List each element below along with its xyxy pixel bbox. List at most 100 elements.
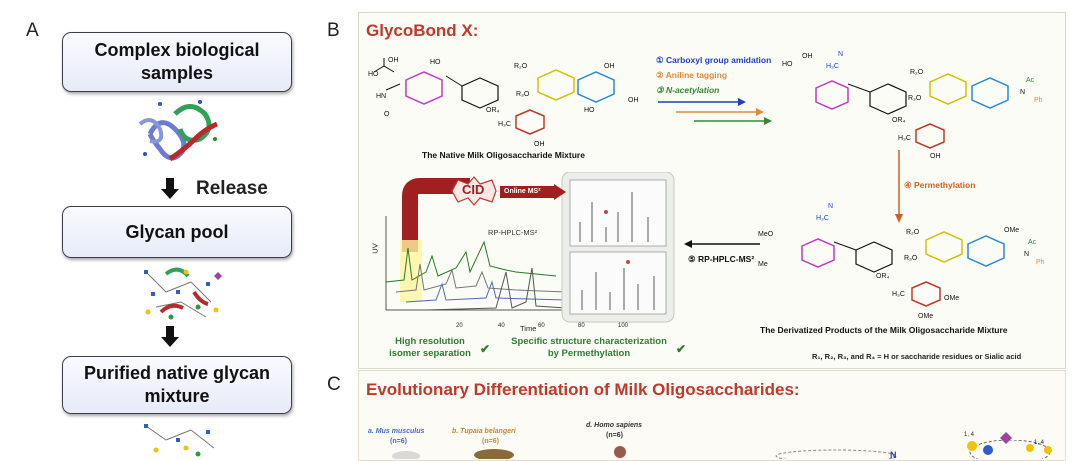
- time-tick-60: 60: [538, 323, 545, 329]
- note-high-resolution: High resolution isomer separation: [380, 336, 480, 360]
- cid-badge: [451, 176, 497, 206]
- note-specific-structure-line1: Specific structure characterization: [511, 336, 667, 347]
- svg-text:MeO: MeO: [758, 231, 774, 238]
- step-permethylation: ④ Permethylation: [904, 180, 976, 190]
- svg-text:H₃C: H₃C: [898, 135, 911, 142]
- complex-samples-box: Complex biological samples: [62, 32, 292, 92]
- rp-hplc-arrow: [684, 240, 760, 248]
- uv-axis-label: UV: [370, 243, 380, 254]
- derivatized-product-structure: MeO Me H₃C N OR₄ R₂O R₃O OMe Ac N Ph H₃C…: [758, 203, 1045, 320]
- time-axis-label: Time: [520, 324, 537, 333]
- panel-b-title: GlycoBond X:: [366, 21, 479, 40]
- time-tick-100: 100: [618, 323, 629, 329]
- svg-text:OR₄: OR₄: [876, 273, 890, 280]
- glycan-pool-label: Glycan pool: [125, 221, 229, 242]
- svg-text:H₃C: H₃C: [816, 215, 829, 222]
- step-n-acetylation: ③ N-acetylation: [656, 85, 720, 95]
- linkage-label-1: 1, 4: [964, 432, 975, 438]
- note-specific-structure-line2: by Permethylation: [547, 348, 631, 359]
- time-tick-20: 20: [456, 323, 463, 329]
- svg-text:Ac: Ac: [1028, 239, 1037, 246]
- svg-text:N: N: [828, 203, 833, 210]
- svg-text:H₃C: H₃C: [892, 291, 905, 298]
- svg-text:OMe: OMe: [1004, 227, 1019, 234]
- svg-text:OMe: OMe: [918, 313, 933, 320]
- svg-text:N: N: [1020, 89, 1025, 96]
- rp-hplc-ms-label: RP-HPLC-MS²: [488, 228, 538, 237]
- complex-samples-label: Complex biological samples: [94, 40, 260, 83]
- derivatized-caption: The Derivatized Products of the Milk Oli…: [760, 325, 1008, 335]
- svg-text:OH: OH: [628, 97, 639, 104]
- release-label: Release: [196, 178, 268, 199]
- derivatized-intermediate-structure: HO OH H₃C N OR₄ R₂O R₃O Ac N Ph H₃C OH: [782, 51, 1043, 160]
- svg-text:OH: OH: [534, 141, 545, 148]
- svg-text:OH: OH: [388, 57, 399, 64]
- svg-text:R₃O: R₃O: [908, 95, 922, 102]
- native-oligosaccharide-structure: HO OH HN O HO OR₄ R₂O R₃O OH HO OH H₃C O…: [368, 57, 639, 148]
- linkage-label-2: 1, 4: [1034, 440, 1045, 446]
- svg-text:Ph: Ph: [1034, 97, 1043, 104]
- step-rp-hplc: ⑤ RP-HPLC-MS²: [688, 254, 755, 264]
- glycan-pool-box: Glycan pool: [62, 206, 292, 258]
- note-specific-structure: Specific structure characterization by P…: [494, 336, 684, 360]
- svg-text:HO: HO: [368, 71, 379, 78]
- svg-text:R₃O: R₃O: [904, 255, 918, 262]
- svg-text:HN: HN: [376, 93, 386, 100]
- reaction-arrows: [658, 98, 772, 125]
- purified-mixture-box: Purified native glycan mixture: [62, 356, 292, 414]
- svg-text:N: N: [838, 51, 843, 58]
- svg-text:O: O: [384, 111, 390, 118]
- svg-text:R₃O: R₃O: [516, 91, 530, 98]
- time-tick-80: 80: [578, 323, 585, 329]
- svg-text:Ac: Ac: [1026, 77, 1035, 84]
- panel-c-title: Evolutionary Differentiation of Milk Oli…: [366, 380, 800, 399]
- svg-text:OR₄: OR₄: [486, 107, 500, 114]
- species-homo-sapiens: d. Homo sapiens: [586, 422, 643, 429]
- n-mus-musculus: (n=6): [390, 438, 407, 445]
- r-groups-note: R₁, R₂, R₃, and R₄ = H or saccharide res…: [812, 352, 1022, 361]
- svg-text:OMe: OMe: [944, 295, 959, 302]
- lcms-chromatogram-illustration: [385, 172, 675, 323]
- note-high-resolution-line1: High resolution: [395, 336, 465, 347]
- svg-text:Me: Me: [758, 261, 768, 268]
- svg-text:OH: OH: [802, 53, 813, 60]
- purified-mixture-label: Purified native glycan mixture: [83, 363, 271, 406]
- step-carboxyl-amidation: ① Carboxyl group amidation: [656, 55, 772, 65]
- species-illustrations: [392, 440, 1051, 459]
- svg-text:R₂O: R₂O: [514, 63, 528, 70]
- glycan-pool-illustration: [144, 267, 222, 320]
- svg-text:R₂O: R₂O: [906, 229, 920, 236]
- svg-text:HO: HO: [782, 61, 793, 68]
- svg-text:Ph: Ph: [1036, 259, 1045, 266]
- svg-text:H₃C: H₃C: [498, 121, 511, 128]
- panel-a-letter: A: [26, 20, 39, 41]
- svg-text:H₃C: H₃C: [826, 63, 839, 70]
- note-high-resolution-line2: isomer separation: [389, 348, 471, 359]
- cid-label: CID: [462, 182, 485, 197]
- species-mus-musculus: a. Mus musculus: [368, 428, 425, 435]
- species-tupaia: b. Tupaia belangeri: [452, 428, 516, 435]
- svg-text:R₂O: R₂O: [910, 69, 924, 76]
- online-ms-arrow: [500, 184, 566, 200]
- time-tick-40: 40: [498, 323, 505, 329]
- purified-glycan-illustration: [144, 424, 215, 457]
- check-icon-left: ✔: [480, 342, 491, 356]
- n-tupaia: (n=6): [482, 438, 499, 445]
- permethylation-arrow: [895, 150, 903, 223]
- protein-illustration: [138, 100, 218, 162]
- svg-text:HO: HO: [584, 107, 595, 114]
- check-icon-right: ✔: [676, 342, 687, 356]
- online-ms-label: Online MS²: [504, 188, 541, 195]
- svg-text:HO: HO: [430, 59, 441, 66]
- glycan-symbols-c: N: [890, 432, 1052, 459]
- step-aniline-tagging: ② Aniline tagging: [656, 70, 728, 80]
- panel-b-letter: B: [327, 20, 340, 41]
- panel-c-letter: C: [327, 374, 341, 395]
- svg-text:OH: OH: [930, 153, 941, 160]
- native-caption: The Native Milk Oligosaccharide Mixture: [422, 150, 585, 160]
- svg-text:OR₄: OR₄: [892, 117, 906, 124]
- svg-text:OH: OH: [604, 63, 615, 70]
- svg-text:N: N: [1024, 251, 1029, 258]
- svg-text:N: N: [890, 450, 897, 459]
- n-homo-sapiens: (n=6): [606, 432, 623, 439]
